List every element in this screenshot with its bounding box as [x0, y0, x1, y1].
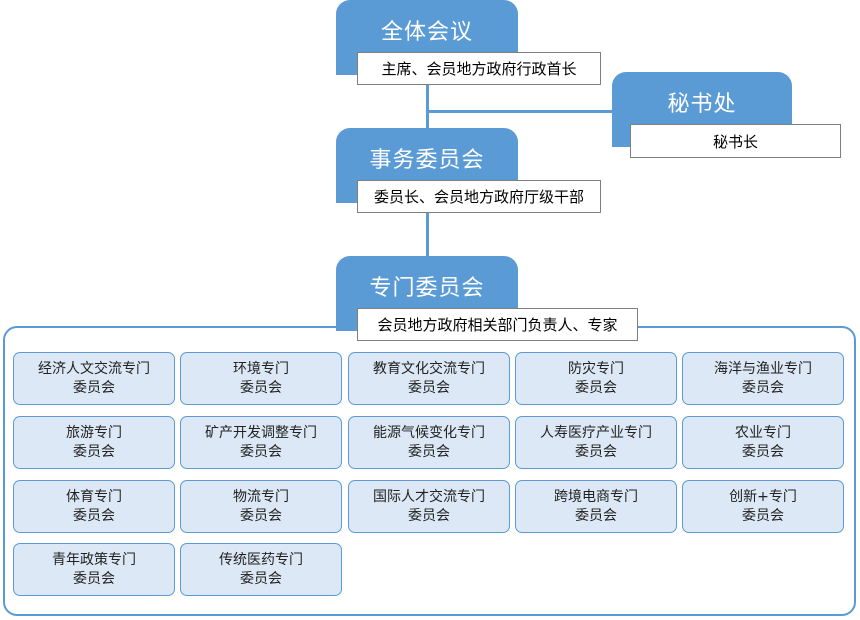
committee-name-line1: 物流专门	[233, 488, 289, 505]
committee-box: 矿产开发调整专门委员会	[180, 416, 342, 469]
committee-box: 体育专门委员会	[13, 480, 175, 533]
committee-name-line1: 矿产开发调整专门	[205, 424, 317, 441]
committee-name-line1: 环境专门	[233, 360, 289, 377]
committee-box: 物流专门委员会	[180, 480, 342, 533]
committee-box: 旅游专门委员会	[13, 416, 175, 469]
committee-name-line2: 委员会	[742, 507, 784, 524]
committee-box: 经济人文交流专门委员会	[13, 352, 175, 405]
committee-name-line2: 委员会	[742, 443, 784, 460]
committee-name-line1: 能源气候变化专门	[373, 424, 485, 441]
committee-name-line1: 国际人才交流专门	[373, 488, 485, 505]
committee-box: 创新+专门委员会	[682, 480, 844, 533]
committee-name-line2: 委员会	[73, 507, 115, 524]
committee-name-line1: 跨境电商专门	[554, 488, 638, 505]
committee-name-line2: 委员会	[408, 443, 450, 460]
committee-box: 能源气候变化专门委员会	[348, 416, 510, 469]
committee-name-line2: 委员会	[575, 443, 617, 460]
committee-name-line2: 委员会	[73, 379, 115, 396]
committee-name-line2: 委员会	[73, 570, 115, 587]
committee-box: 农业专门委员会	[682, 416, 844, 469]
committee-box: 海洋与渔业专门委员会	[682, 352, 844, 405]
committee-name-line2: 委员会	[240, 507, 282, 524]
committee-name-line2: 委员会	[408, 379, 450, 396]
executive-members: 委员长、会员地方政府厅级干部	[357, 180, 601, 213]
connector-plenary-executive	[426, 72, 429, 132]
committee-name-line1: 青年政策专门	[52, 551, 136, 568]
committee-name-line2: 委员会	[240, 379, 282, 396]
committee-name-line1: 经济人文交流专门	[38, 360, 150, 377]
secretariat-members: 秘书长	[630, 124, 841, 158]
committee-name-line2: 委员会	[73, 443, 115, 460]
committee-name-line1: 防灾专门	[568, 360, 624, 377]
plenary-members: 主席、会员地方政府行政首长	[357, 52, 601, 85]
committee-name-line1: 旅游专门	[66, 424, 122, 441]
committee-name-line2: 委员会	[240, 570, 282, 587]
connector-to-secretariat	[426, 110, 612, 113]
committee-name-line2: 委员会	[742, 379, 784, 396]
committee-box: 教育文化交流专门委员会	[348, 352, 510, 405]
committee-box: 人寿医疗产业专门委员会	[515, 416, 677, 469]
connector-executive-special	[426, 200, 429, 260]
committee-box: 青年政策专门委员会	[13, 543, 175, 596]
committee-name-line2: 委员会	[408, 507, 450, 524]
special-committee-title: 专门委员会	[369, 276, 485, 301]
special-committee-members: 会员地方政府相关部门负责人、专家	[357, 308, 638, 341]
plenary-title: 全体会议	[380, 20, 473, 45]
executive-title: 事务委员会	[369, 148, 485, 173]
committee-box: 国际人才交流专门委员会	[348, 480, 510, 533]
committee-name-line2: 委员会	[240, 443, 282, 460]
committee-name-line2: 委员会	[575, 507, 617, 524]
committee-name-line1: 人寿医疗产业专门	[540, 424, 652, 441]
secretariat-title: 秘书处	[667, 92, 737, 117]
committee-box: 环境专门委员会	[180, 352, 342, 405]
committee-name-line1: 海洋与渔业专门	[714, 360, 812, 377]
committee-name-line1: 创新+专门	[729, 488, 797, 505]
committee-name-line1: 体育专门	[66, 488, 122, 505]
committee-name-line1: 农业专门	[735, 424, 791, 441]
committee-name-line1: 教育文化交流专门	[373, 360, 485, 377]
committee-box: 传统医药专门委员会	[180, 543, 342, 596]
committee-name-line2: 委员会	[575, 379, 617, 396]
committee-name-line1: 传统医药专门	[219, 551, 303, 568]
committee-box: 跨境电商专门委员会	[515, 480, 677, 533]
committee-box: 防灾专门委员会	[515, 352, 677, 405]
